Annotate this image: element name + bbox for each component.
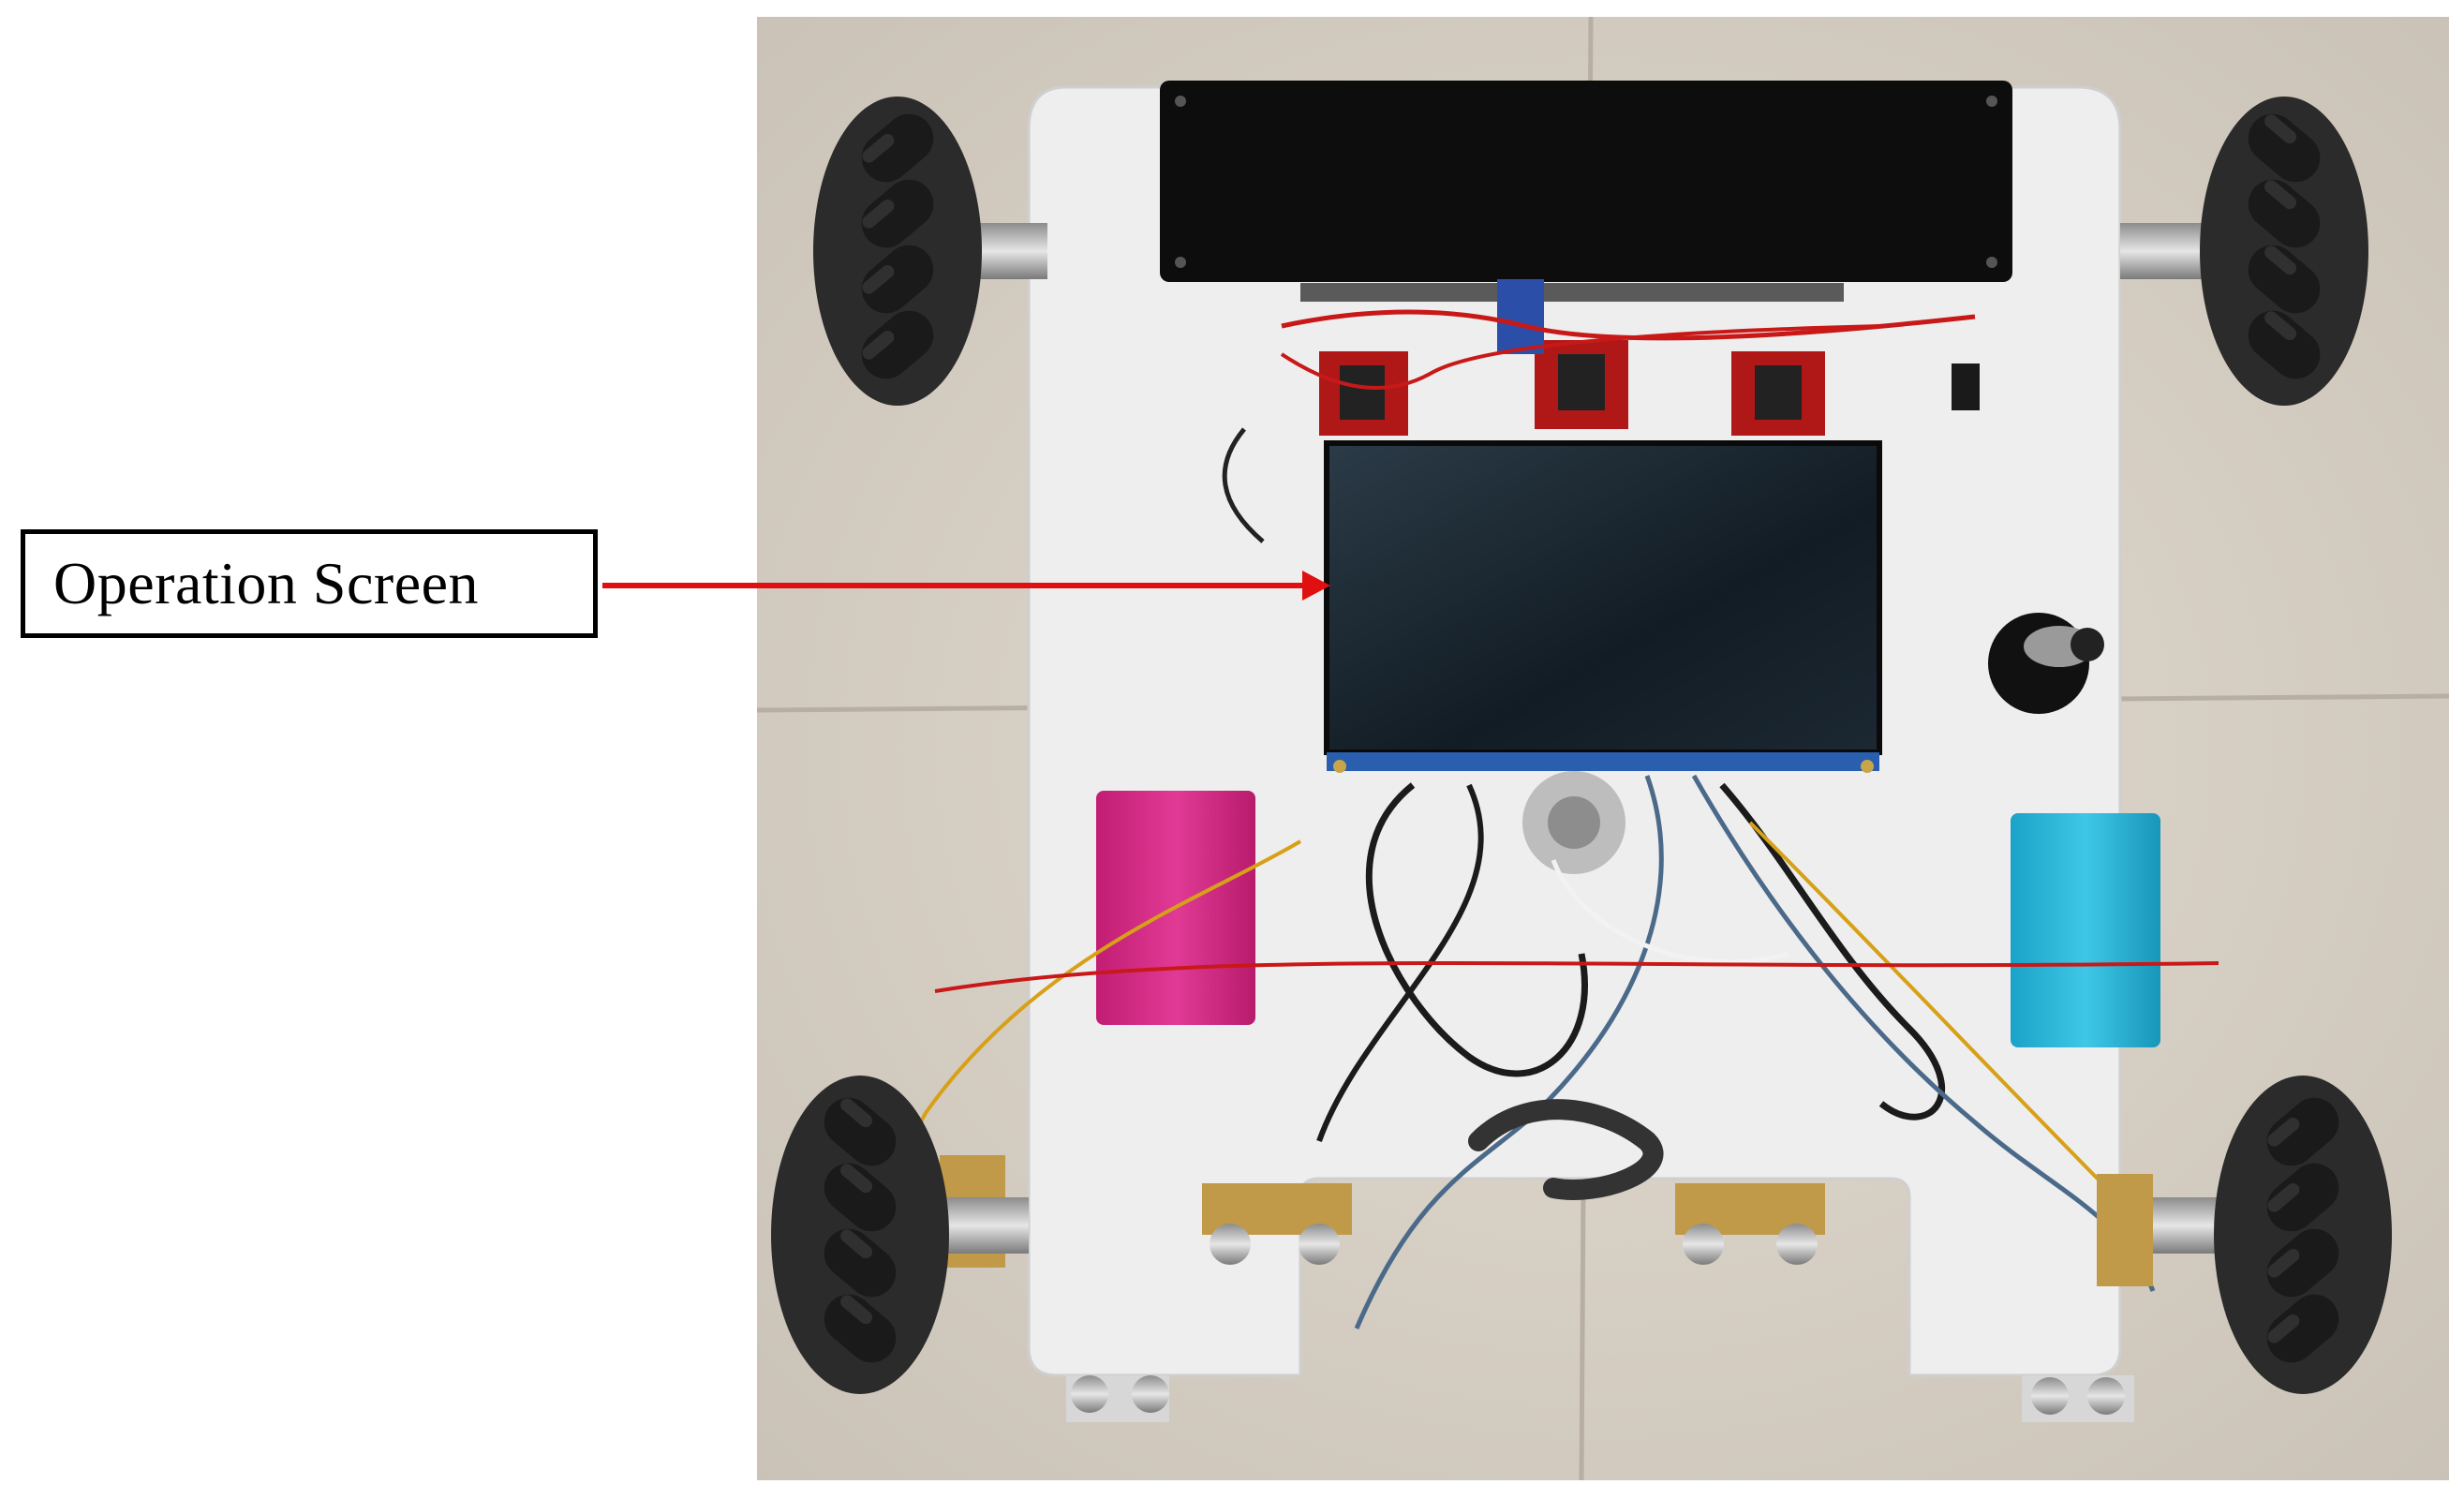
wheel-front-left: [813, 96, 1047, 406]
operation-screen-label: Operation Screen: [21, 529, 598, 638]
robot-photo: [757, 17, 2449, 1480]
wheel-rear-right: [2153, 1076, 2392, 1394]
wheel-rear-left: [771, 1076, 1029, 1394]
wheel-front-right: [2120, 96, 2368, 406]
operation-screen-label-text: Operation Screen: [53, 550, 480, 616]
